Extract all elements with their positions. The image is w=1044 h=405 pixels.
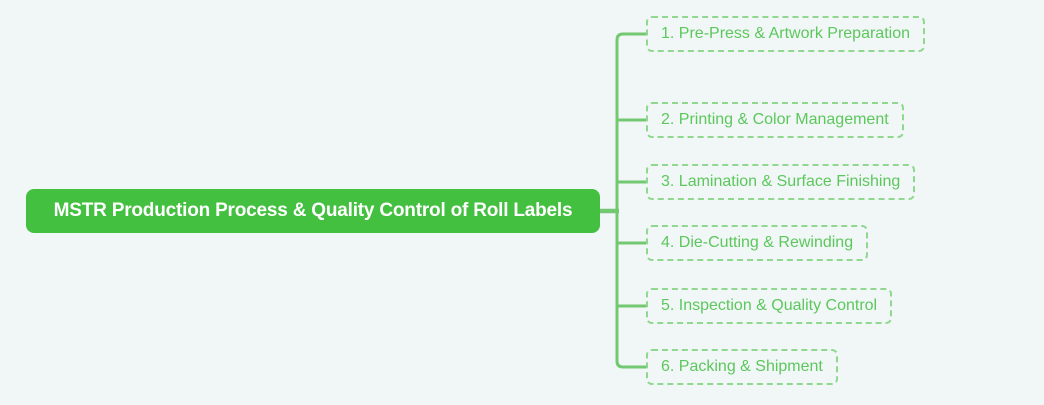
branch-node-die-cutting[interactable]: 4. Die-Cutting & Rewinding xyxy=(646,225,869,261)
branch-node-inspection[interactable]: 5. Inspection & Quality Control xyxy=(646,288,893,324)
branch-node-printing[interactable]: 2. Printing & Color Management xyxy=(646,102,904,138)
branch-node-pre-press[interactable]: 1. Pre-Press & Artwork Preparation xyxy=(646,16,925,52)
branch-node-lamination[interactable]: 3. Lamination & Surface Finishing xyxy=(646,164,916,200)
mindmap-root-node[interactable]: MSTR Production Process & Quality Contro… xyxy=(26,189,600,233)
connector-trunk xyxy=(615,32,646,369)
branch-node-packing[interactable]: 6. Packing & Shipment xyxy=(646,349,838,385)
